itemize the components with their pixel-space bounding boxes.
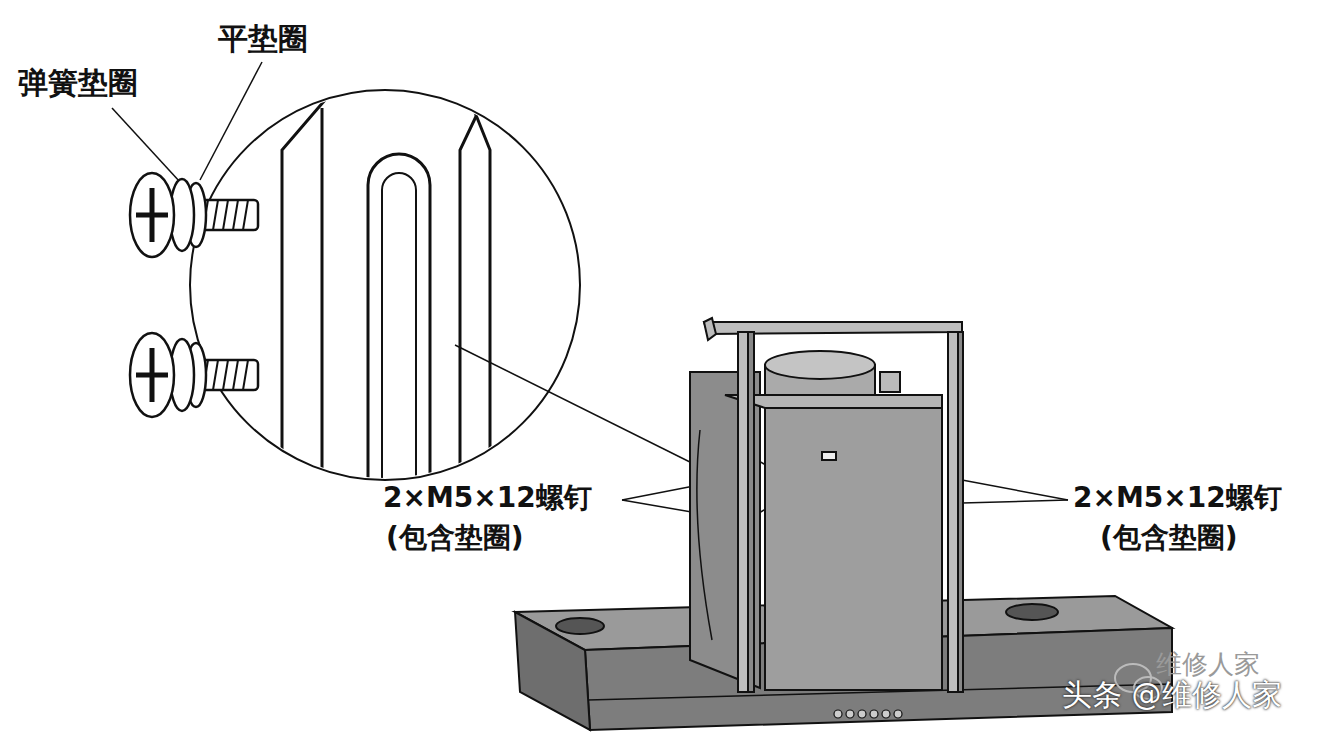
watermark: 维修人家 [1156, 650, 1260, 680]
screw-note: (包含垫圈) [386, 522, 524, 554]
screw-spec: 2×M5×12螺钉 [383, 482, 592, 514]
part-label: 平垫圈 [218, 22, 308, 57]
screw-spec: 2×M5×12螺钉 [1073, 482, 1282, 514]
screw-note: (包含垫圈) [1100, 522, 1238, 554]
watermark: 头条 @维修人家 [1062, 678, 1282, 713]
part-label: 弹簧垫圈 [18, 66, 138, 101]
